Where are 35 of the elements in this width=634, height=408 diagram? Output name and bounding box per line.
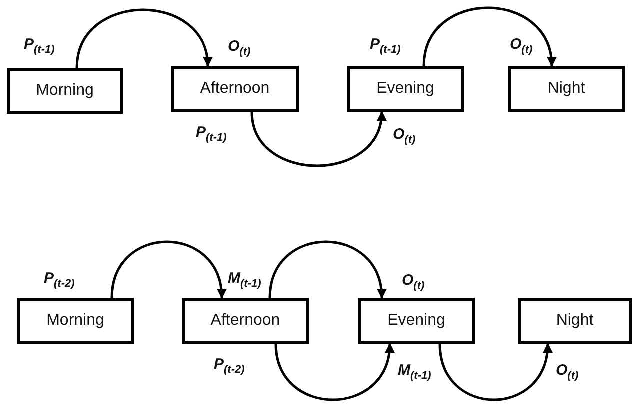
variable-label: M$_{(t-1)}$ — [228, 270, 262, 290]
variable-label: O$_{(t)}$ — [510, 36, 533, 56]
state-box — [347, 66, 464, 112]
state-name: Morning — [46, 312, 104, 330]
state-box — [7, 68, 123, 114]
variable-label: O$_{(t)}$ — [402, 272, 425, 292]
variable-label: P$_{(t-2)}$ — [214, 356, 245, 376]
state-box — [358, 298, 475, 344]
curved-arrow — [438, 343, 552, 402]
state-name: Night — [548, 80, 586, 98]
variable-label: O$_{(t)}$ — [556, 362, 579, 382]
curved-arrow — [268, 240, 386, 299]
variable-label: P$_{(t-1)}$ — [196, 124, 227, 144]
variable-label: P$_{(t-2)}$ — [44, 270, 75, 290]
state-box — [508, 66, 625, 112]
variable-label: P$_{(t-1)}$ — [370, 36, 401, 56]
state-box — [171, 66, 299, 112]
variable-label: P$_{(t-1)}$ — [24, 36, 55, 56]
state-name: Afternoon — [210, 312, 280, 330]
state-box — [182, 298, 309, 344]
state-box — [17, 298, 134, 344]
state-name: Afternoon — [200, 80, 270, 98]
state-name: Evening — [376, 80, 434, 98]
state-name: Morning — [36, 82, 94, 100]
curved-arrow — [250, 111, 386, 168]
state-name: Night — [556, 312, 594, 330]
variable-label: O$_{(t)}$ — [228, 38, 251, 58]
curved-arrow — [422, 6, 556, 67]
curved-arrow — [110, 240, 226, 299]
variable-label: O$_{(t)}$ — [393, 126, 416, 146]
state-name: Evening — [388, 312, 446, 330]
state-box — [518, 298, 632, 344]
curved-arrow — [76, 8, 212, 68]
curved-arrow — [274, 343, 394, 402]
variable-label: M$_{(t-1)}$ — [398, 362, 432, 382]
